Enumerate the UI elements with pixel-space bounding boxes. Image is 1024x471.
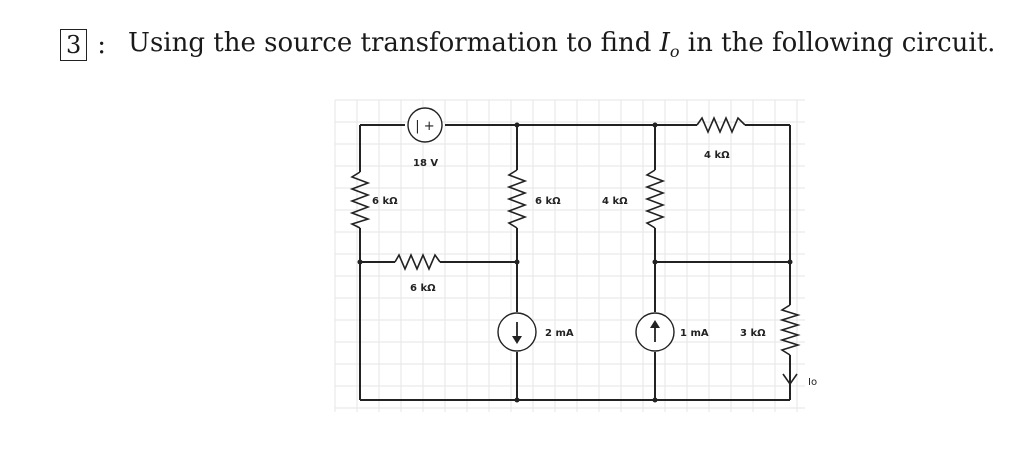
voltage-source-symbol: | +: [415, 119, 434, 134]
resistor-middle-horizontal: [394, 252, 441, 272]
circuit-wires: [359, 124, 791, 401]
variable-subscript: o: [669, 42, 680, 62]
label-r-top-right: 4 kΩ: [704, 150, 730, 161]
problem-text-before: Using the source transformation to find: [128, 28, 660, 58]
variable-I: I: [659, 28, 670, 58]
arrow-down-icon: [782, 373, 798, 386]
label-1ma: 1 mA: [680, 328, 709, 339]
resistor-center-vertical: [506, 169, 528, 229]
voltage-source-18v: | +: [407, 107, 443, 143]
io-arrow: [782, 373, 798, 386]
label-r-right-vertical: 4 kΩ: [602, 196, 628, 207]
problem-text-after: in the following circuit.: [679, 28, 996, 58]
arrow-up-icon: [650, 320, 660, 328]
circuit-grid: [334, 99, 805, 412]
current-source-2ma: [497, 312, 537, 352]
problem-number: 3: [60, 28, 88, 61]
problem-text: Using the source transformation to find …: [128, 28, 995, 61]
problem-statement: 3 : Using the source transformation to f…: [60, 28, 995, 61]
resistor-io: [779, 304, 801, 356]
current-source-1ma: [635, 312, 675, 352]
label-r-center-vertical: 6 kΩ: [535, 196, 561, 207]
resistor-left: [349, 171, 371, 229]
label-r-io: 3 kΩ: [740, 328, 766, 339]
label-r-middle-horizontal: 6 kΩ: [410, 283, 436, 294]
label-r-left: 6 kΩ: [372, 196, 398, 207]
arrow-down-icon: [512, 336, 522, 344]
label-2ma: 2 mA: [545, 328, 574, 339]
resistor-right-vertical: [644, 169, 666, 229]
problem-colon: :: [97, 29, 107, 60]
resistor-top-right: [696, 115, 746, 135]
junction-nodes: [357, 122, 793, 403]
label-18v: 18 V: [413, 158, 438, 169]
label-io: Io: [808, 377, 817, 388]
